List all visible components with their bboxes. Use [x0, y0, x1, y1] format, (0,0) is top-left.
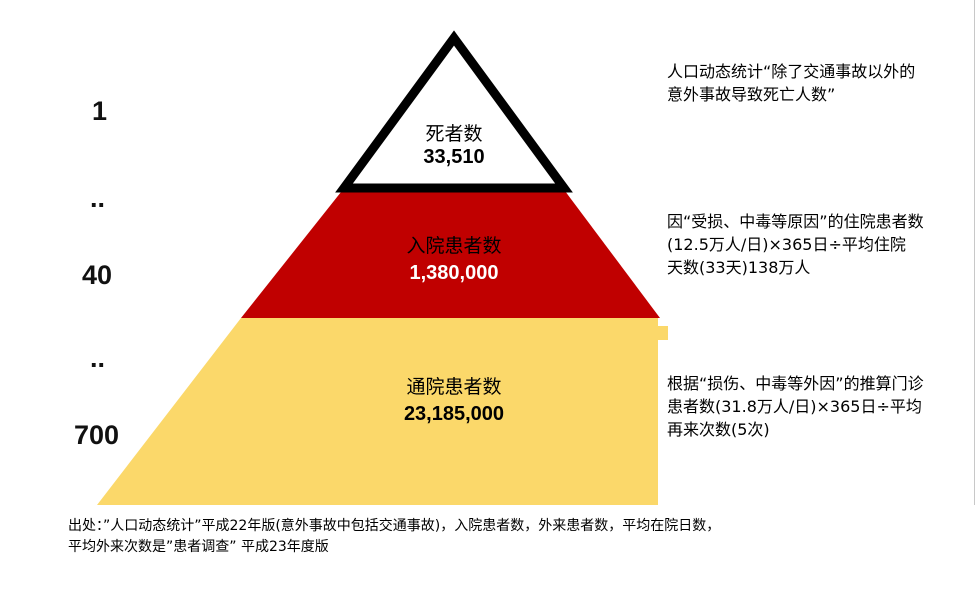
- source-note: 出处：”人口动态统计”平成22年版(意外事故中包括交通事故)，入院患者数，外来患…: [68, 516, 720, 558]
- layer-outpatients-text: 通院患者数 23,185,000: [354, 372, 554, 426]
- scale-label-700: 700: [74, 420, 120, 450]
- pyramid-layer-deaths: [335, 30, 573, 193]
- source-line-2: 平均外来次数是”患者调查” 平成23年度版: [68, 539, 329, 555]
- pyramid-layer-inpatients: [241, 187, 660, 318]
- note-deaths-line-2: 意外事故导致死亡人数”: [667, 85, 836, 104]
- note-deaths: 人口动态统计“除了交通事故以外的 意外事故导致死亡人数”: [667, 60, 915, 106]
- note-deaths-line-1: 人口动态统计“除了交通事故以外的: [667, 62, 916, 81]
- layer-inpatients-title: 入院患者数: [406, 235, 502, 257]
- source-line-1: 出处：”人口动态统计”平成22年版(意外事故中包括交通事故)，入院患者数，外来患…: [68, 518, 721, 534]
- note-outpatients-line-2: 患者数(31.8万人/日)×365日÷平均: [667, 397, 922, 416]
- note-outpatients: 根据“损伤、中毒等外因”的推算门诊 患者数(31.8万人/日)×365日÷平均 …: [667, 372, 924, 441]
- layer-deaths-text: 死者数 33,510: [394, 119, 514, 169]
- note-inpatients-line-3: 天数(33天)138万人: [667, 258, 811, 277]
- layer-deaths-value: 33,510: [423, 146, 485, 168]
- scale-label-40: 40: [82, 260, 113, 290]
- layer-outpatients-title: 通院患者数: [406, 376, 502, 398]
- pyramid-layer-outpatients: [97, 318, 668, 505]
- note-outpatients-line-1: 根据“损伤、中毒等外因”的推算门诊: [667, 374, 924, 393]
- scale-dots-2: ..: [90, 343, 106, 373]
- note-outpatients-line-3: 再来次数(5次): [667, 420, 770, 439]
- layer-outpatients-value: 23,185,000: [403, 403, 505, 425]
- scale-label-1: 1: [92, 96, 108, 126]
- pyramid-diagram: [97, 30, 668, 505]
- note-inpatients-line-2: (12.5万人/日)×365日÷平均住院: [667, 235, 906, 254]
- note-inpatients-line-1: 因“受损、中毒等原因”的住院患者数: [667, 212, 924, 231]
- layer-inpatients-value: 1,380,000: [409, 262, 499, 284]
- scale-dots-1: ..: [90, 183, 106, 213]
- layer-inpatients-text: 入院患者数 1,380,000: [364, 231, 544, 285]
- layer-deaths-title: 死者数: [425, 123, 483, 145]
- note-inpatients: 因“受损、中毒等原因”的住院患者数 (12.5万人/日)×365日÷平均住院 天…: [667, 210, 924, 279]
